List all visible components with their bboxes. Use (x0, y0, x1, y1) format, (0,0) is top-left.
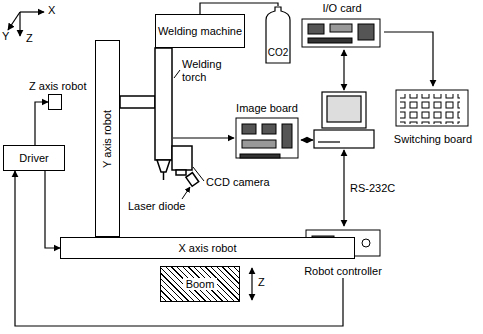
node-label: Boom (183, 278, 218, 291)
drive-slot (318, 141, 340, 142)
chip (282, 124, 292, 148)
callout-text: Laser diode (128, 200, 186, 212)
video-line (173, 137, 234, 138)
gas-cylinder: CO2 (265, 6, 291, 64)
knob (362, 239, 370, 247)
callout-text: Welding torch (182, 58, 232, 83)
callout-label: Z (258, 276, 265, 289)
card (302, 19, 380, 47)
node-label: Image board (236, 102, 298, 115)
board (236, 118, 298, 158)
signal-line (45, 171, 60, 248)
bus-line (301, 139, 313, 140)
computer (314, 92, 374, 148)
callout-text: X (48, 4, 55, 16)
node-label: Robot controller (304, 265, 382, 278)
callout-label: Z (26, 32, 33, 45)
switching-board-picture (396, 90, 468, 126)
laser-diode (186, 173, 199, 187)
callout-text: Y (2, 30, 9, 42)
z-axis-arrow (19, 12, 20, 36)
chip (308, 24, 324, 34)
node-label: X axis robot (178, 242, 236, 255)
chip (242, 140, 276, 148)
switches (400, 94, 460, 124)
chip (262, 124, 276, 134)
wire-tip (163, 172, 165, 180)
callout-text: Z (26, 32, 33, 44)
board-group: Image board (232, 102, 302, 162)
z-motion-arrow (251, 268, 252, 300)
signal-line (35, 102, 48, 145)
node-label: Z axis robot (29, 80, 86, 93)
panel (396, 90, 468, 126)
signal-line (200, 3, 278, 14)
axis-bar: Y axis robot (95, 40, 120, 237)
callout-label: Welding torch (182, 58, 232, 83)
serial-line (343, 150, 344, 226)
welding-torch (155, 48, 172, 160)
ccd-camera (172, 146, 192, 170)
node-label: Y axis robot (101, 110, 114, 168)
node-label: Welding machine (158, 25, 242, 38)
callout-label: Y (2, 30, 9, 43)
callout-label: X (48, 4, 55, 17)
carriage-box: Z axis robot (48, 94, 62, 110)
signal-line (384, 32, 433, 86)
callout-text: RS-232C (350, 182, 395, 194)
driver-box: Driver (3, 145, 65, 171)
z-arm (120, 96, 155, 108)
cylinder-shape (266, 7, 290, 63)
callout-label: RS-232C (350, 182, 395, 195)
callout-label: CCD camera (206, 176, 270, 189)
edge-connector (240, 154, 280, 158)
chip (242, 124, 256, 134)
laser-leader (182, 187, 190, 199)
callout-text: Z (258, 276, 265, 288)
y-axis-arrow (8, 12, 20, 30)
torch-leader (174, 70, 180, 78)
camera-lens (176, 170, 186, 175)
computer-base (314, 130, 374, 148)
node-label: Driver (19, 152, 48, 165)
camera-leader (193, 167, 204, 181)
screen (327, 96, 361, 122)
chip (330, 24, 352, 32)
leaders (173, 50, 344, 300)
io-card-picture (302, 19, 380, 47)
panel-group: Switching board (393, 86, 473, 146)
boom-block: Boom (160, 266, 240, 302)
callout-label: Laser diode (128, 200, 186, 213)
torch-nozzle (157, 160, 170, 172)
edge-connector (308, 38, 352, 43)
node-label: I/O card (322, 2, 361, 15)
axis-bar: X axis robot (60, 237, 355, 259)
image-board-picture (236, 118, 298, 158)
callout-text: CCD camera (206, 176, 270, 188)
node-label: Switching board (394, 133, 472, 146)
controller-group: Robot controller (302, 226, 384, 278)
x-axis-arrow (20, 11, 44, 12)
monitor (322, 92, 366, 128)
node-label: CO2 (268, 47, 289, 59)
chip (358, 24, 374, 40)
card-group: I/O card (300, 2, 384, 52)
machine-box: Welding machine (155, 14, 245, 48)
io-line (343, 50, 344, 90)
